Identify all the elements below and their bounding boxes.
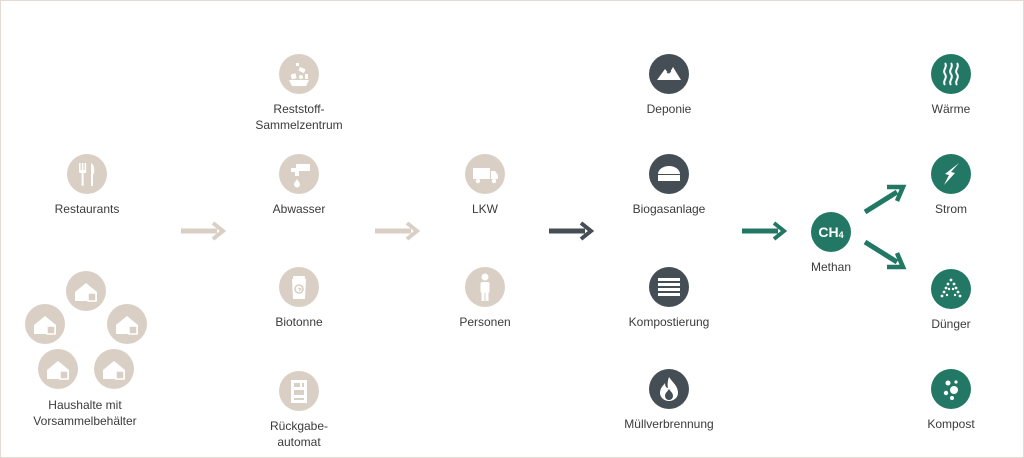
strom-label: Strom [934,202,967,216]
node-abwasser: Abwasser [229,154,369,217]
muellverbrennung-label: Müllverbrennung [624,417,714,431]
lightning-icon [931,154,971,194]
kompostierung-label: Kompostierung [628,315,710,329]
node-biotonne: Biotonne [229,267,369,330]
duenger-label: Dünger [931,317,971,331]
node-personen: Personen [415,267,555,330]
arrow-methane-up [863,184,907,215]
arrow-treatment-to-methane [742,221,788,241]
node-lkw: LKW [415,154,555,217]
households-label: Haushalte mit Vorsammelbehälter [33,398,137,428]
deponie-label: Deponie [646,102,692,116]
node-biogasanlage: Biogasanlage [599,154,739,217]
node-kompost: Kompost [881,369,1021,432]
node-waerme: Wärme [881,54,1021,117]
node-muellverbrennung: Müllverbrennung [599,369,739,432]
methane-formula: CH [818,224,839,240]
abwasser-label: Abwasser [272,202,326,216]
return-machine-icon [279,371,319,411]
biogasanlage-label: Biogasanlage [632,202,706,216]
node-rueckgabe: Rückgabe- automat [229,371,369,450]
landfill-icon [649,54,689,94]
bio-bin-icon [279,267,319,307]
truck-icon [465,154,505,194]
arrow-collection-to-transport [375,221,421,241]
restaurants-label: Restaurants [54,202,120,216]
house-icon [107,304,147,344]
recycling-center-icon [279,54,319,94]
biotonne-label: Biotonne [275,315,323,329]
person-icon [465,267,505,307]
reststoff-label: Reststoff- Sammelzentrum [255,102,343,132]
node-restaurants: Restaurants [17,154,157,217]
node-reststoff: Reststoff- Sammelzentrum [229,54,369,133]
cutlery-icon [67,154,107,194]
house-icon [38,349,78,389]
faucet-icon [279,154,319,194]
methane-label: Methan [810,260,852,274]
heat-icon [931,54,971,94]
biogas-plant-icon [649,154,689,194]
rueckgabe-label: Rückgabe- automat [269,419,329,449]
house-icon [25,304,65,344]
lkw-label: LKW [471,202,498,216]
arrow-transport-to-treatment [549,221,595,241]
arrow-methane-down [863,239,907,270]
kompost-label: Kompost [927,417,975,431]
waerme-label: Wärme [931,102,971,116]
node-kompostierung: Kompostierung [599,267,739,330]
personen-label: Personen [459,315,511,329]
node-households: Haushalte mit Vorsammelbehälter [15,390,155,429]
node-strom: Strom [881,154,1021,217]
arrow-sources-to-collection [181,221,227,241]
node-duenger: Dünger [881,269,1021,332]
fire-icon [649,369,689,409]
house-icon [94,349,134,389]
compost-icon [931,369,971,409]
compost-heap-icon [649,267,689,307]
fertilizer-icon [931,269,971,309]
methane-subscript: 4 [838,230,844,240]
house-icon [66,271,106,311]
node-deponie: Deponie [599,54,739,117]
